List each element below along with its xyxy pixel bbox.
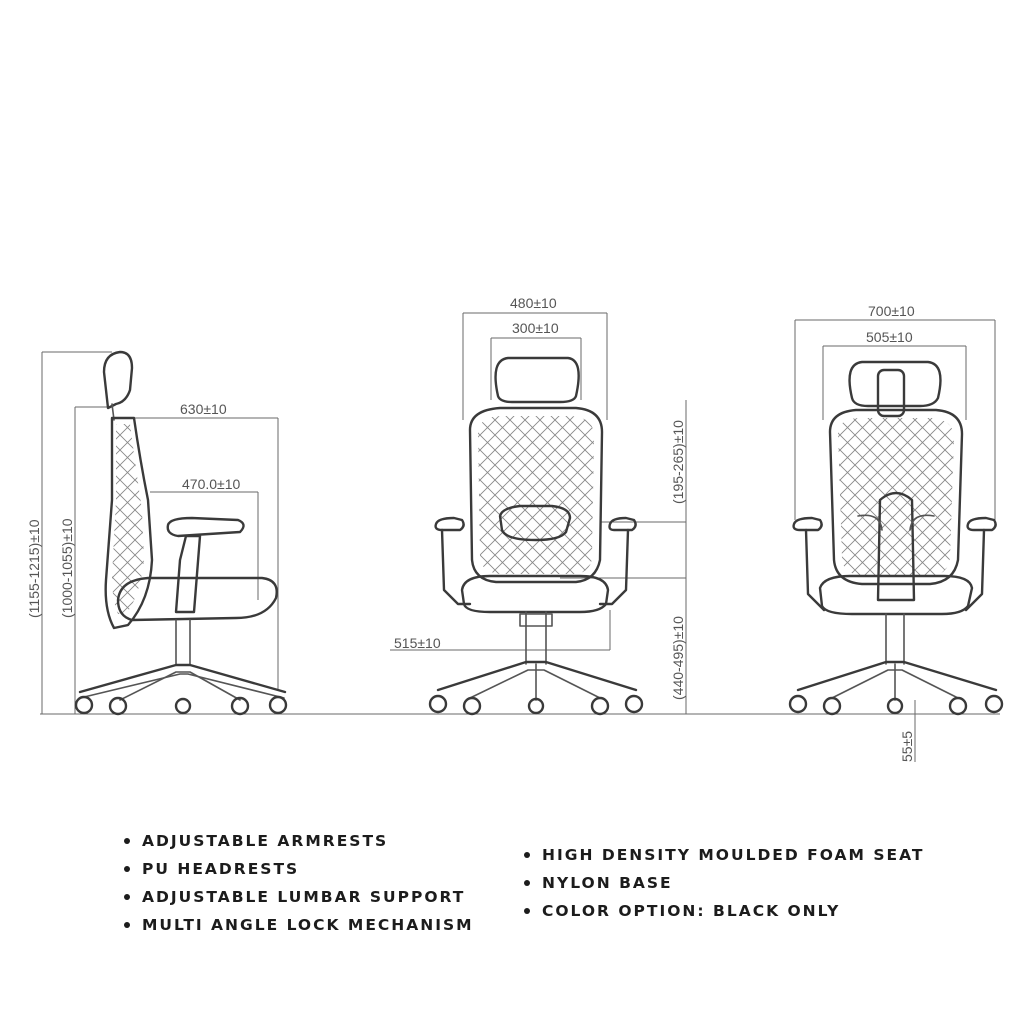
feature-item: ADJUSTABLE ARMRESTS xyxy=(122,827,474,855)
side-depth-seat-label: 470.0±10 xyxy=(182,476,241,492)
front-overall-width-label: 480±10 xyxy=(510,295,557,311)
front-seat-height-label: (440-495)±10 xyxy=(670,616,686,700)
back-ground-clearance-label: 55±5 xyxy=(899,731,915,762)
side-view: (1155-1215)±10 (1000-1055)±10 630±10 470… xyxy=(26,350,288,716)
side-back-height-label: (1000-1055)±10 xyxy=(59,518,75,618)
feature-item: HIGH DENSITY MOULDED FOAM SEAT xyxy=(522,841,924,869)
side-depth-overall-label: 630±10 xyxy=(180,401,227,417)
back-overall-width-label: 700±10 xyxy=(868,303,915,319)
feature-item: MULTI ANGLE LOCK MECHANISM xyxy=(122,911,474,939)
features-list-right: HIGH DENSITY MOULDED FOAM SEAT NYLON BAS… xyxy=(522,841,924,925)
front-headrest-width-label: 300±10 xyxy=(512,320,559,336)
feature-item: NYLON BASE xyxy=(522,869,924,897)
side-overall-height-label: (1155-1215)±10 xyxy=(26,519,42,618)
back-inner-width-label: 505±10 xyxy=(866,329,913,345)
front-headrest-adjust-label: (195-265)±10 xyxy=(670,420,686,504)
features-list-left: ADJUSTABLE ARMRESTS PU HEADRESTS ADJUSTA… xyxy=(122,827,474,939)
back-view: 700±10 505±10 55±5 xyxy=(788,303,1004,762)
feature-item: PU HEADRESTS xyxy=(122,855,474,883)
front-base-width-label: 515±10 xyxy=(394,635,441,651)
feature-item: COLOR OPTION: BLACK ONLY xyxy=(522,897,924,925)
front-view: 480±10 300±10 (195-265)±10 (440-495)±10 … xyxy=(390,295,687,716)
feature-item: ADJUSTABLE LUMBAR SUPPORT xyxy=(122,883,474,911)
